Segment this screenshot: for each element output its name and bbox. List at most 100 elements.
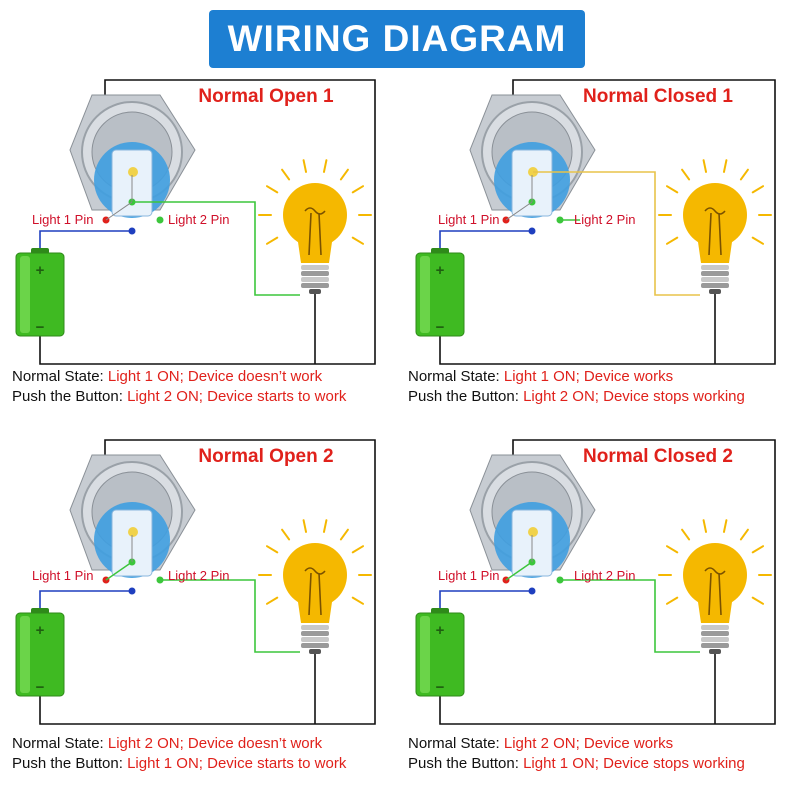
bulb-ray xyxy=(322,159,328,173)
battery-minus-label: − xyxy=(36,319,45,336)
light-2-pin-label: Light 2 Pin xyxy=(574,212,636,227)
bulb-ray xyxy=(351,185,365,194)
bulb-ray xyxy=(702,519,708,533)
bulb-glass xyxy=(683,543,747,607)
wire-green xyxy=(132,201,300,296)
light-bulb-icon xyxy=(258,519,372,654)
bulb-ray xyxy=(681,168,691,181)
push-button-value: Light 1 ON; Device stops working xyxy=(523,755,745,772)
wire-black-outer xyxy=(439,439,776,725)
wire-blue xyxy=(439,590,532,612)
bulb-filament xyxy=(304,567,326,616)
bulb-ray xyxy=(302,519,308,533)
wire-green-internal xyxy=(505,561,533,581)
bulb-ray xyxy=(665,185,679,194)
push-button-value: Light 2 ON; Device stops working xyxy=(523,388,745,405)
battery-shine xyxy=(420,256,430,333)
normal-state-label: Normal State: xyxy=(408,368,500,385)
bulb-neck xyxy=(697,595,733,623)
bulb-base-ring xyxy=(701,637,729,642)
bulb-neck xyxy=(297,235,333,263)
bulb-ray xyxy=(751,185,765,194)
normal-state-line: Normal State: Light 2 ON; Device doesn’t… xyxy=(12,734,346,754)
wiring-svg: +− xyxy=(15,79,376,365)
battery-shine xyxy=(20,616,30,693)
wire-blue xyxy=(39,230,132,252)
bulb-filament xyxy=(704,567,726,616)
battery-plus-label: + xyxy=(436,262,445,279)
bulb-neck xyxy=(697,235,733,263)
bulb-base-ring xyxy=(301,283,329,288)
battery-icon xyxy=(15,608,65,697)
state-caption: Normal State: Light 1 ON; Device doesn’t… xyxy=(12,367,346,407)
push-button-label: Push the Button: xyxy=(408,755,519,772)
bulb-ray xyxy=(722,519,728,533)
bulb-tip xyxy=(709,649,721,654)
push-button-value: Light 1 ON; Device starts to work xyxy=(127,755,347,772)
bulb-ray xyxy=(351,236,365,245)
wire-green-internal xyxy=(105,561,133,581)
bulb-ray xyxy=(322,519,328,533)
light-2-pin-label: Light 2 Pin xyxy=(168,212,230,227)
bulb-base-ring xyxy=(701,643,729,648)
bulb-base-ring xyxy=(701,271,729,276)
battery-plus-label: + xyxy=(36,622,45,639)
wire-black-outer xyxy=(439,79,776,365)
light-bulb-icon xyxy=(658,519,772,654)
internal-line-a xyxy=(105,201,133,221)
battery-icon xyxy=(415,248,465,337)
bulb-ray xyxy=(665,545,679,554)
light-2-pin-dot xyxy=(156,216,164,224)
bulb-ray xyxy=(751,596,765,605)
switch-led xyxy=(128,527,138,537)
bulb-ray xyxy=(751,545,765,554)
light-1-pin-label: Light 1 Pin xyxy=(438,212,500,227)
wire-yellow xyxy=(533,171,700,296)
bulb-ray xyxy=(351,545,365,554)
bulb-ray xyxy=(739,168,749,181)
battery-icon xyxy=(15,248,65,337)
normal-state-label: Normal State: xyxy=(12,368,104,385)
bulb-ray xyxy=(281,528,291,541)
battery-plus-label: + xyxy=(436,622,445,639)
bulb-base-ring xyxy=(301,631,329,636)
wire-black-outer xyxy=(39,79,376,365)
wire-black-outer xyxy=(39,439,376,725)
push-button-line: Push the Button: Light 2 ON; Device star… xyxy=(12,387,346,407)
battery-icon xyxy=(415,608,465,697)
bulb-tip xyxy=(709,289,721,294)
light-bulb-icon xyxy=(658,159,772,294)
bulb-ray xyxy=(665,236,679,245)
bulb-ray xyxy=(702,159,708,173)
push-button-label: Push the Button: xyxy=(408,388,519,405)
state-caption: Normal State: Light 2 ON; Device doesn’t… xyxy=(12,734,346,774)
bulb-tip xyxy=(309,649,321,654)
push-button-line: Push the Button: Light 1 ON; Device star… xyxy=(12,754,346,774)
light-1-pin-label: Light 1 Pin xyxy=(438,568,500,583)
bulb-ray xyxy=(739,528,749,541)
wire-blue xyxy=(39,590,132,612)
bulb-tip xyxy=(309,289,321,294)
normal-state-label: Normal State: xyxy=(408,735,500,752)
panel-title: Normal Closed 2 xyxy=(583,446,733,467)
push-button-line: Push the Button: Light 2 ON; Device stop… xyxy=(408,387,745,407)
bulb-ray xyxy=(281,168,291,181)
bulb-ray xyxy=(265,596,279,605)
bulb-base-ring xyxy=(301,637,329,642)
battery-plus-label: + xyxy=(36,262,45,279)
bulb-ray xyxy=(265,545,279,554)
push-button-value: Light 2 ON; Device starts to work xyxy=(127,388,347,405)
wire-green xyxy=(160,579,300,653)
bulb-ray xyxy=(665,596,679,605)
panel-title: Normal Open 2 xyxy=(198,446,334,467)
normal-state-value: Light 2 ON; Device works xyxy=(503,735,674,752)
bulb-ray xyxy=(751,236,765,245)
bulb-ray xyxy=(681,528,691,541)
bulb-base-ring xyxy=(701,265,729,270)
page-title: WIRING DIAGRAM xyxy=(227,18,567,59)
switch-led xyxy=(528,527,538,537)
